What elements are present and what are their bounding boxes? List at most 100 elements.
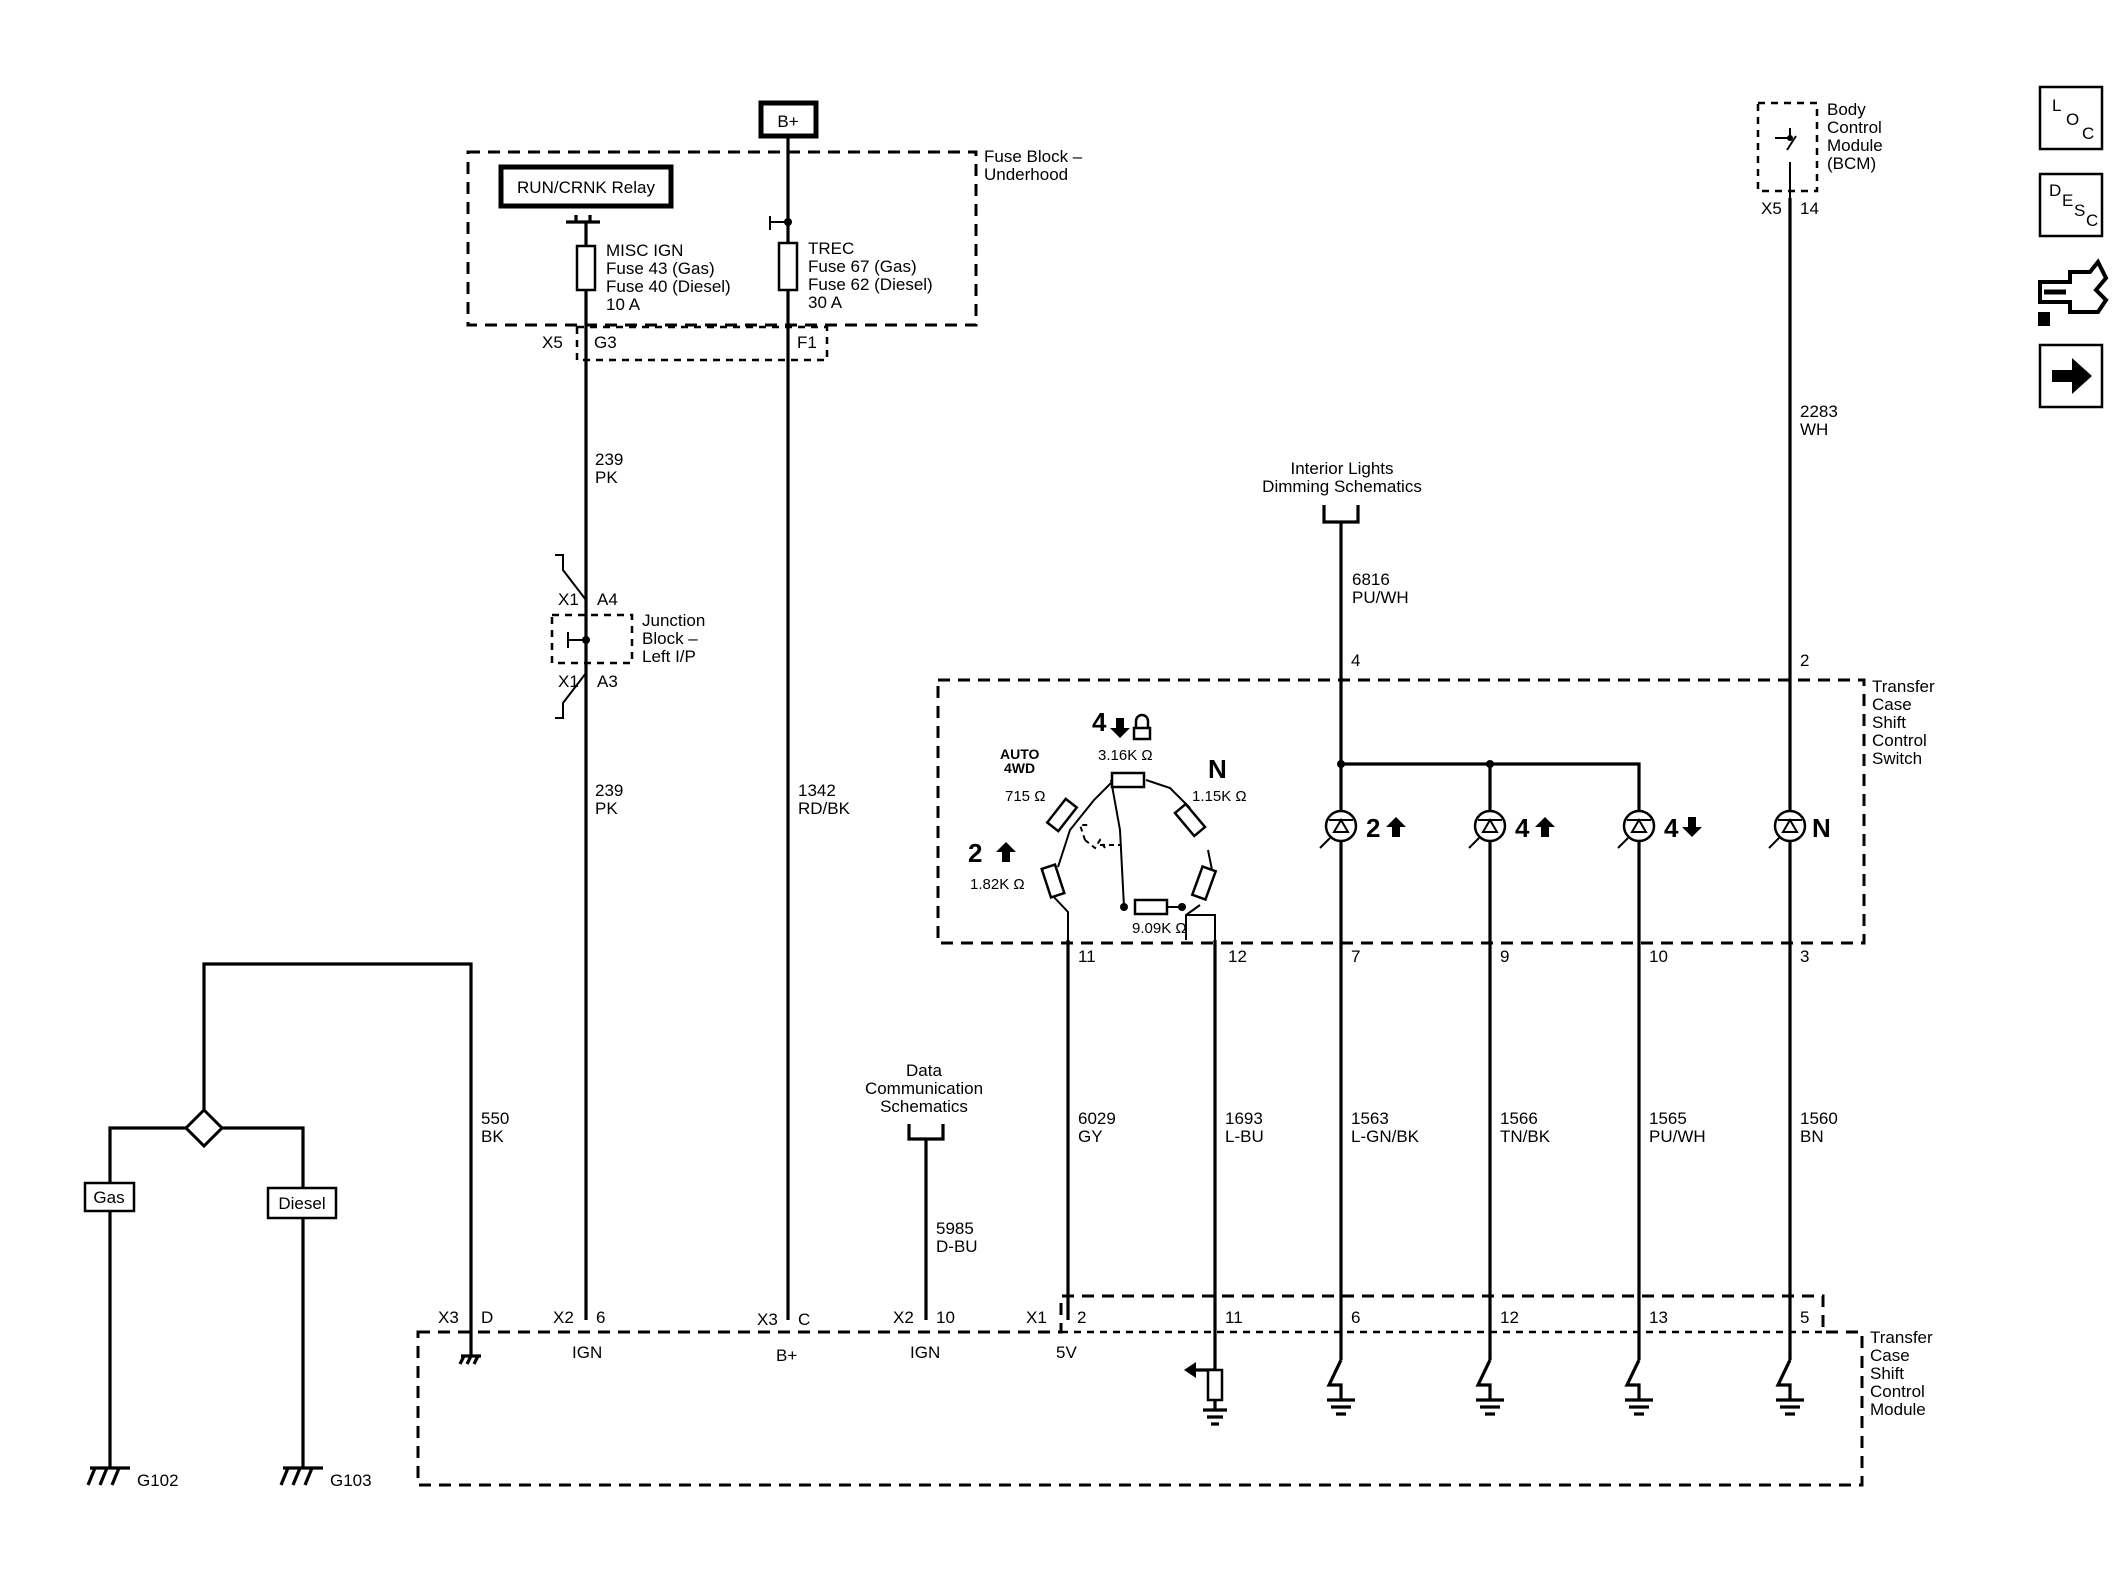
module-pin-11: 11 [1225,1308,1243,1327]
junction-pin-a4: A4 [597,590,618,609]
wire-550-color: BK [481,1127,504,1146]
resistor-2up: 1.82K Ω [970,876,1025,893]
mode-2-label: 2 [968,838,982,868]
switch-pin-7: 7 [1351,947,1360,966]
switch-label-3: Shift [1872,713,1906,732]
trec-fuse-label-2: Fuse 67 (Gas) [808,257,917,276]
module-pin-6b: 6 [1351,1308,1360,1327]
desc-letter-e: E [2062,191,2073,210]
module-pin-12: 12 [1500,1308,1519,1327]
resistor-bottom: 9.09K Ω [1132,920,1187,937]
switch-pin-9: 9 [1500,947,1509,966]
wire-1560-number: 1560 [1800,1109,1838,1128]
lamp-n-label: N [1812,813,1831,843]
wire-239b-number: 239 [595,781,623,800]
switch-pin-4: 4 [1351,651,1360,670]
arrow-left-icon [1184,1362,1196,1378]
ground-branch: Gas Diesel G102 G103 550 BK [83,962,509,1490]
switch-label-2: Case [1872,695,1912,714]
loc-icon[interactable]: L O C [2038,85,2104,151]
ground-g102-icon [86,1466,130,1486]
splice-diamond [183,1107,225,1149]
module-pin-2: 2 [1077,1308,1086,1327]
switch-label-4: Control [1872,731,1927,750]
wire-2283-color: WH [1800,420,1828,439]
desc-letter-d: D [2049,181,2061,200]
wire-239a-number: 239 [595,450,623,469]
resistor-auto: 715 Ω [1005,788,1045,805]
bplus-label: B+ [777,112,798,131]
module-5v: 5V [1056,1343,1077,1362]
wire-550-number: 550 [481,1109,509,1128]
bcm-label-4: (BCM) [1827,154,1876,173]
module-label-4: Control [1870,1382,1925,1401]
misc-fuse-label-3: Fuse 40 (Diesel) [606,277,731,296]
desc-icon[interactable]: D E S C [2038,172,2104,238]
module-ground-icon [458,1328,481,1365]
wire-6816-number: 6816 [1352,570,1390,589]
lamp-2-high: 2 [1319,809,1406,849]
junction-x1-bottom: X1 [558,672,579,691]
connector-icon[interactable] [2038,258,2109,326]
module-pin-c: C [798,1310,810,1329]
driver-switch-icon [1775,1359,1804,1416]
ground-g102-label: G102 [137,1471,179,1490]
wire-2283-number: 2283 [1800,402,1838,421]
mode-4low-label: 4 [1092,707,1107,737]
bplus-source: B+ [758,100,819,139]
bcm-connector: X5 [1761,199,1782,218]
wire-239b-color: PK [595,799,618,818]
x5-connector: X5 [542,333,563,352]
module-bplus: B+ [776,1346,797,1365]
interior-ref-2: Dimming Schematics [1262,477,1422,496]
wire-6029-number: 6029 [1078,1109,1116,1128]
junction-label-2: Block – [642,629,698,648]
module-pin-13: 13 [1649,1308,1668,1327]
misc-fuse-label-4: 10 A [606,295,641,314]
wire-5985-number: 5985 [936,1219,974,1238]
bcm-label-2: Control [1827,118,1882,137]
wire-239a-color: PK [595,468,618,487]
wire-6816 [1322,505,1360,1360]
lock-icon [1132,713,1152,741]
run-crnk-relay [498,164,674,209]
wire-5985-color: D-BU [936,1237,978,1256]
switch-label-5: Switch [1872,749,1922,768]
mode-n-label: N [1208,754,1227,784]
pin-f1: F1 [797,333,817,352]
module-x3-c-connector: X3 [757,1310,778,1329]
module-x2-connector-b: X2 [893,1308,914,1327]
wire-1342-number: 1342 [798,781,836,800]
module-label-2: Case [1870,1346,1910,1365]
trec-fuse [777,241,799,292]
bcm-label-1: Body [1827,100,1866,119]
wire-1560-color: BN [1800,1127,1824,1146]
fuse-block-underhood: Fuse Block – Underhood RUN/CRNK Relay MI… [466,136,1083,362]
misc-fuse-label-1: MISC IGN [606,241,683,260]
lamp-4high-label: 4 [1515,813,1530,843]
next-icon[interactable] [2038,343,2104,409]
module-ign-1: IGN [572,1343,602,1362]
lamp-4-low: 4 [1617,809,1702,849]
driver-switch-icon [1475,1359,1504,1416]
wire-1565-color: PU/WH [1649,1127,1706,1146]
interior-ref-1: Interior Lights [1291,459,1394,478]
ground-g103-label: G103 [330,1471,372,1490]
arrow-up-icon [996,842,1016,862]
desc-letter-s: S [2074,201,2085,220]
misc-fuse-label-2: Fuse 43 (Gas) [606,259,715,278]
switch-label-1: Transfer [1872,677,1935,696]
driver-switch-icon [1326,1359,1355,1416]
pin-g3: G3 [594,333,617,352]
relay-label: RUN/CRNK Relay [517,178,655,197]
diesel-label: Diesel [278,1194,325,1213]
auto-label-2: 4WD [1004,760,1035,776]
wire-5985 [907,1124,945,1320]
module-pin-10: 10 [936,1308,955,1327]
wire-1693-number: 1693 [1225,1109,1263,1128]
body-control-module: Body Control Module (BCM) X5 14 [1756,100,1883,218]
bcm-label-3: Module [1827,136,1883,155]
trec-fuse-label-4: 30 A [808,293,843,312]
lamp-4low-label: 4 [1664,813,1679,843]
junction-block-left-ip: X1 A4 X1 A3 Junction Block – Left I/P [550,554,705,719]
